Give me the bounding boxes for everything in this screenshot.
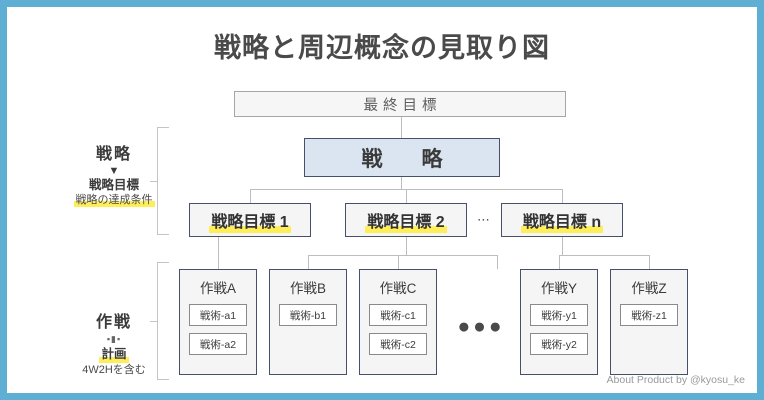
- node-strategy-goal-2[interactable]: 戦略目標 2: [345, 203, 467, 237]
- node-strategy-goal-n-label: 戦略目標 n: [520, 208, 604, 233]
- connector-strategy-trunk: [401, 177, 403, 189]
- connector-goaln-opZ-drop: [649, 255, 651, 269]
- side-label-strategy-heading: 戦略: [95, 146, 132, 163]
- node-operation-A[interactable]: 作戦A 戦術-a1 戦術-a2: [179, 269, 257, 375]
- node-tactic-a1[interactable]: 戦術-a1: [189, 304, 247, 326]
- node-strategy-label: 戦 略: [361, 147, 452, 171]
- node-tactic-z1[interactable]: 戦術-z1: [620, 304, 678, 326]
- connector-goaln-opY-drop: [559, 255, 561, 269]
- side-label-strategy-subheading: 戦略目標: [88, 178, 139, 192]
- down-arrow-icon: ▼: [108, 165, 120, 177]
- node-strategy-goal-2-label: 戦略目標 2: [365, 208, 448, 233]
- bracket-operation-section: [150, 262, 169, 380]
- page-title: 戦略と周辺概念の見取り図: [214, 33, 550, 63]
- connector-goal-n-drop: [562, 189, 564, 203]
- small-separator-icon: ▪▮▪: [106, 334, 122, 344]
- node-tactic-c1[interactable]: 戦術-c1: [369, 304, 427, 326]
- node-tactic-a2[interactable]: 戦術-a2: [189, 333, 247, 355]
- connector-finalgoal-strategy: [401, 117, 403, 138]
- connector-goal-1-drop: [250, 189, 252, 203]
- node-tactic-y2[interactable]: 戦術-y2: [530, 333, 588, 355]
- side-label-operation-subheading-wrap: 計画: [59, 345, 169, 363]
- footer-credit: About Product by @kyosu_ke: [606, 374, 745, 386]
- node-tactic-c2[interactable]: 戦術-c2: [369, 333, 427, 355]
- connector-goaln-trunk: [562, 237, 564, 255]
- node-final-goal-label: 最終目標: [363, 97, 442, 114]
- bracket-operation-tick: [150, 321, 158, 323]
- connector-goal2-opC-drop: [398, 255, 400, 269]
- side-label-strategy-note-wrap: 戦略の達成条件: [59, 193, 169, 207]
- connector-goal2-ellipsis-drop: [497, 255, 499, 269]
- side-label-strategy-note: 戦略の達成条件: [73, 194, 155, 207]
- node-strategy-goal-n[interactable]: 戦略目標 n: [501, 203, 623, 237]
- node-operation-C[interactable]: 作戦C 戦術-c1 戦術-c2: [359, 269, 437, 375]
- side-label-operation-heading: 作戦: [95, 314, 132, 331]
- connector-goal2-opB-drop: [308, 255, 310, 269]
- bracket-strategy-section: [150, 127, 169, 235]
- node-operation-Z[interactable]: 作戦Z 戦術-z1: [610, 269, 688, 375]
- node-operation-A-title: 作戦A: [199, 281, 236, 296]
- node-strategy-goal-1[interactable]: 戦略目標 1: [189, 203, 311, 237]
- operation-row-ellipsis: ●●●: [457, 315, 505, 338]
- connector-goaln-rail: [559, 255, 649, 257]
- node-strategy-goal-1-label: 戦略目標 1: [209, 208, 292, 233]
- connector-goal2-rail: [308, 255, 498, 257]
- side-label-operation-note: 4W2Hを含む: [82, 364, 146, 376]
- side-label-operation: 作戦 ▪▮▪ 計画 4W2Hを含む: [59, 313, 169, 377]
- node-operation-B[interactable]: 作戦B 戦術-b1: [269, 269, 347, 375]
- side-label-strategy: 戦略 ▼ 戦略目標 戦略の達成条件: [59, 145, 169, 207]
- connector-goal2-trunk: [406, 237, 408, 255]
- node-operation-B-title: 作戦B: [289, 281, 326, 296]
- bracket-strategy-tick: [150, 181, 158, 183]
- connector-goal1-opA: [218, 237, 220, 269]
- goal-row-ellipsis: ⋯: [477, 212, 491, 227]
- node-operation-Z-title: 作戦Z: [631, 281, 667, 296]
- node-operation-Y[interactable]: 作戦Y 戦術-y1 戦術-y2: [520, 269, 598, 375]
- node-tactic-y1[interactable]: 戦術-y1: [530, 304, 588, 326]
- node-strategy[interactable]: 戦 略: [304, 138, 500, 177]
- node-operation-Y-title: 作戦Y: [540, 281, 577, 296]
- node-operation-C-title: 作戦C: [379, 281, 417, 296]
- node-tactic-b1[interactable]: 戦術-b1: [279, 304, 337, 326]
- side-label-operation-subheading: 計画: [99, 347, 129, 363]
- node-final-goal[interactable]: 最終目標: [234, 91, 566, 117]
- connector-goal-2-drop: [406, 189, 408, 203]
